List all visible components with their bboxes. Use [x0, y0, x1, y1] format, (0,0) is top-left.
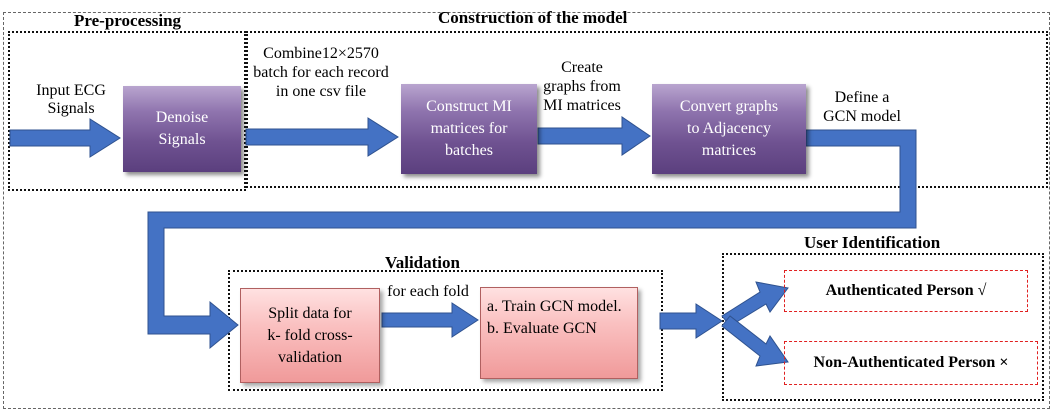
combine-arrow [245, 117, 399, 157]
construct-mi-line-2: matrices for [430, 120, 508, 137]
construct-mi-line-3: batches [445, 142, 493, 159]
convert-graphs-line-3: matrices [701, 142, 757, 159]
for-each-fold-label: for each fold [387, 283, 469, 300]
split-data-line-2: k- fold cross- [267, 326, 353, 344]
combine-line-1: Combine12×2570 [263, 45, 379, 62]
preprocessing-title: Pre-processing [74, 11, 182, 30]
authenticated-person-box: Authenticated Person √ [784, 270, 1028, 312]
convert-graphs-line-1: Convert graphs [679, 98, 779, 115]
connector-arrow [147, 129, 917, 350]
outer-frame [3, 12, 1050, 409]
input-label: Input ECG Signals [36, 82, 106, 117]
combine-line-2: batch for each record [253, 64, 389, 81]
denoise-line-1: Denoise [155, 109, 209, 126]
preprocessing-section [8, 31, 246, 191]
for-each-fold-arrow [381, 302, 479, 338]
user-identification-title: User Identification [804, 233, 941, 252]
train-line: a. Train GCN model. [487, 298, 622, 315]
define-model-line-2: GCN model [823, 108, 901, 125]
input-arrow [9, 118, 121, 158]
denoise-box: Denoise Signals [123, 86, 241, 172]
non-authenticated-branch-arrow [721, 315, 789, 367]
create-graphs-line-1: Create [561, 59, 603, 76]
validation-title: Validation [385, 253, 460, 272]
construct-mi-line-1: Construct MI [426, 98, 512, 115]
construction-title: Construction of the model [438, 8, 628, 27]
construction-section [246, 31, 1048, 188]
create-graphs-arrow [537, 116, 651, 156]
split-data-box: Split data for k- fold cross- validation [240, 288, 380, 383]
combine-line-3: in one csv file [275, 83, 367, 100]
combine-label: Combine12×2570 batch for each record in … [246, 44, 396, 101]
construct-mi-box: Construct MI matrices for batches [401, 84, 537, 174]
create-graphs-line-2: graphs from [543, 78, 621, 95]
non-authenticated-person-box: Non-Authenticated Person × [784, 341, 1038, 385]
define-model-label: Define a GCN model [812, 88, 912, 126]
validation-to-id-arrow [659, 303, 723, 339]
split-data-line-3: validation [278, 348, 342, 366]
define-model-line-1: Define a [834, 89, 890, 106]
convert-graphs-line-2: to Adjacency [687, 120, 771, 137]
convert-graphs-box: Convert graphs to Adjacency matrices [652, 84, 806, 174]
denoise-line-2: Signals [158, 131, 206, 148]
create-graphs-line-3: MI matrices [543, 97, 621, 114]
evaluate-line: b. Evaluate GCN [487, 320, 597, 337]
split-data-line-1: Split data for [268, 304, 352, 322]
train-eval-box: a. Train GCN model. b. Evaluate GCN [480, 287, 638, 379]
create-graphs-label: Create graphs from MI matrices [532, 58, 632, 115]
